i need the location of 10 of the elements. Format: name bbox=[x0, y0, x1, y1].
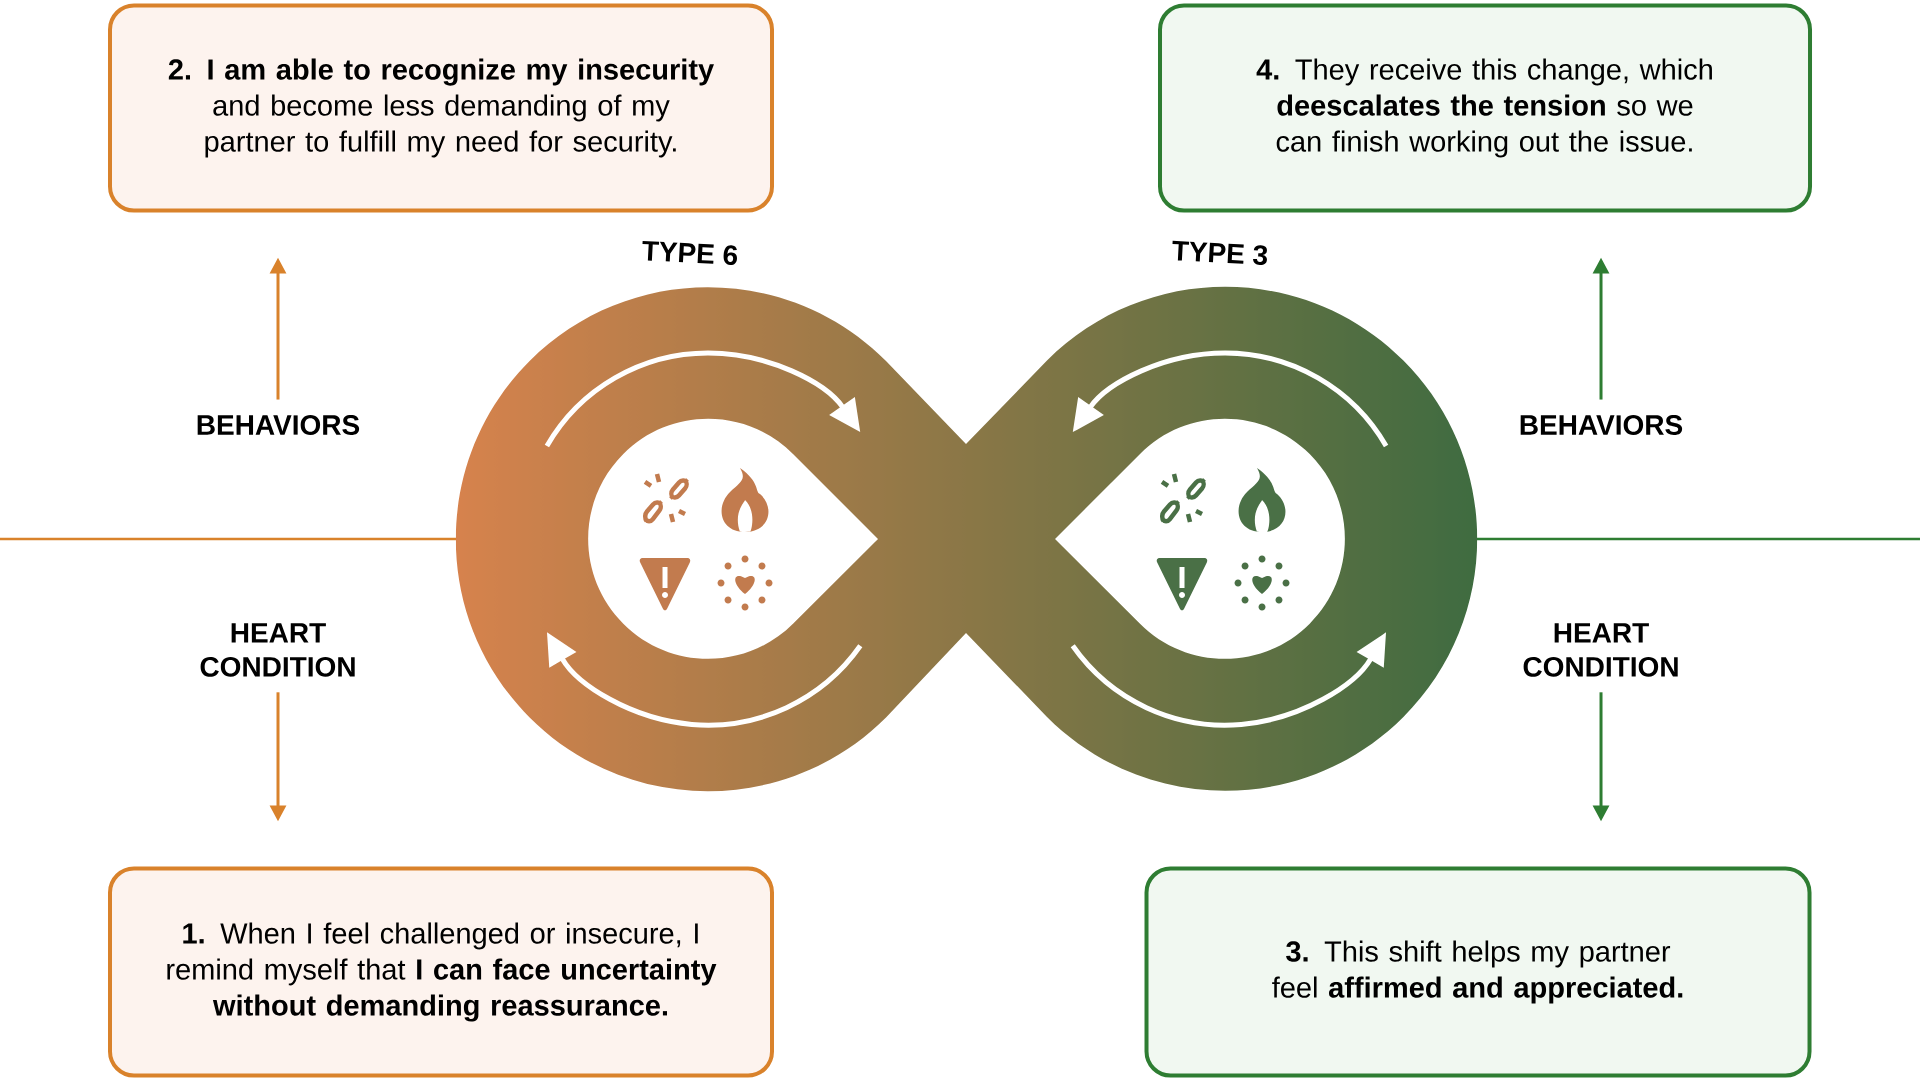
text-box: 4. They receive this change, which deescalates the tension so we can finish working out the issue. bbox=[1158, 3, 1812, 213]
text-box: 1. When I feel challenged or insecure, I remind myself that I can face uncertainty without demanding reassurance. bbox=[108, 866, 774, 1078]
stage-label: BEHAVIORS bbox=[1520, 415, 1683, 435]
text-box: 2. I am able to recognize my insecurity and become less demanding of my partner to fulfill my need for security. bbox=[108, 3, 774, 213]
type-label: TYPE 3 bbox=[1172, 240, 1267, 266]
text-box: 3. This shift helps my partner feel affirmed and appreciated. bbox=[1144, 866, 1812, 1078]
stage-label: HEART CONDITION bbox=[1523, 623, 1678, 677]
stage-label: BEHAVIORS bbox=[197, 415, 360, 435]
type-label: TYPE 6 bbox=[642, 240, 737, 266]
stage-label: HEART CONDITION bbox=[200, 623, 355, 677]
